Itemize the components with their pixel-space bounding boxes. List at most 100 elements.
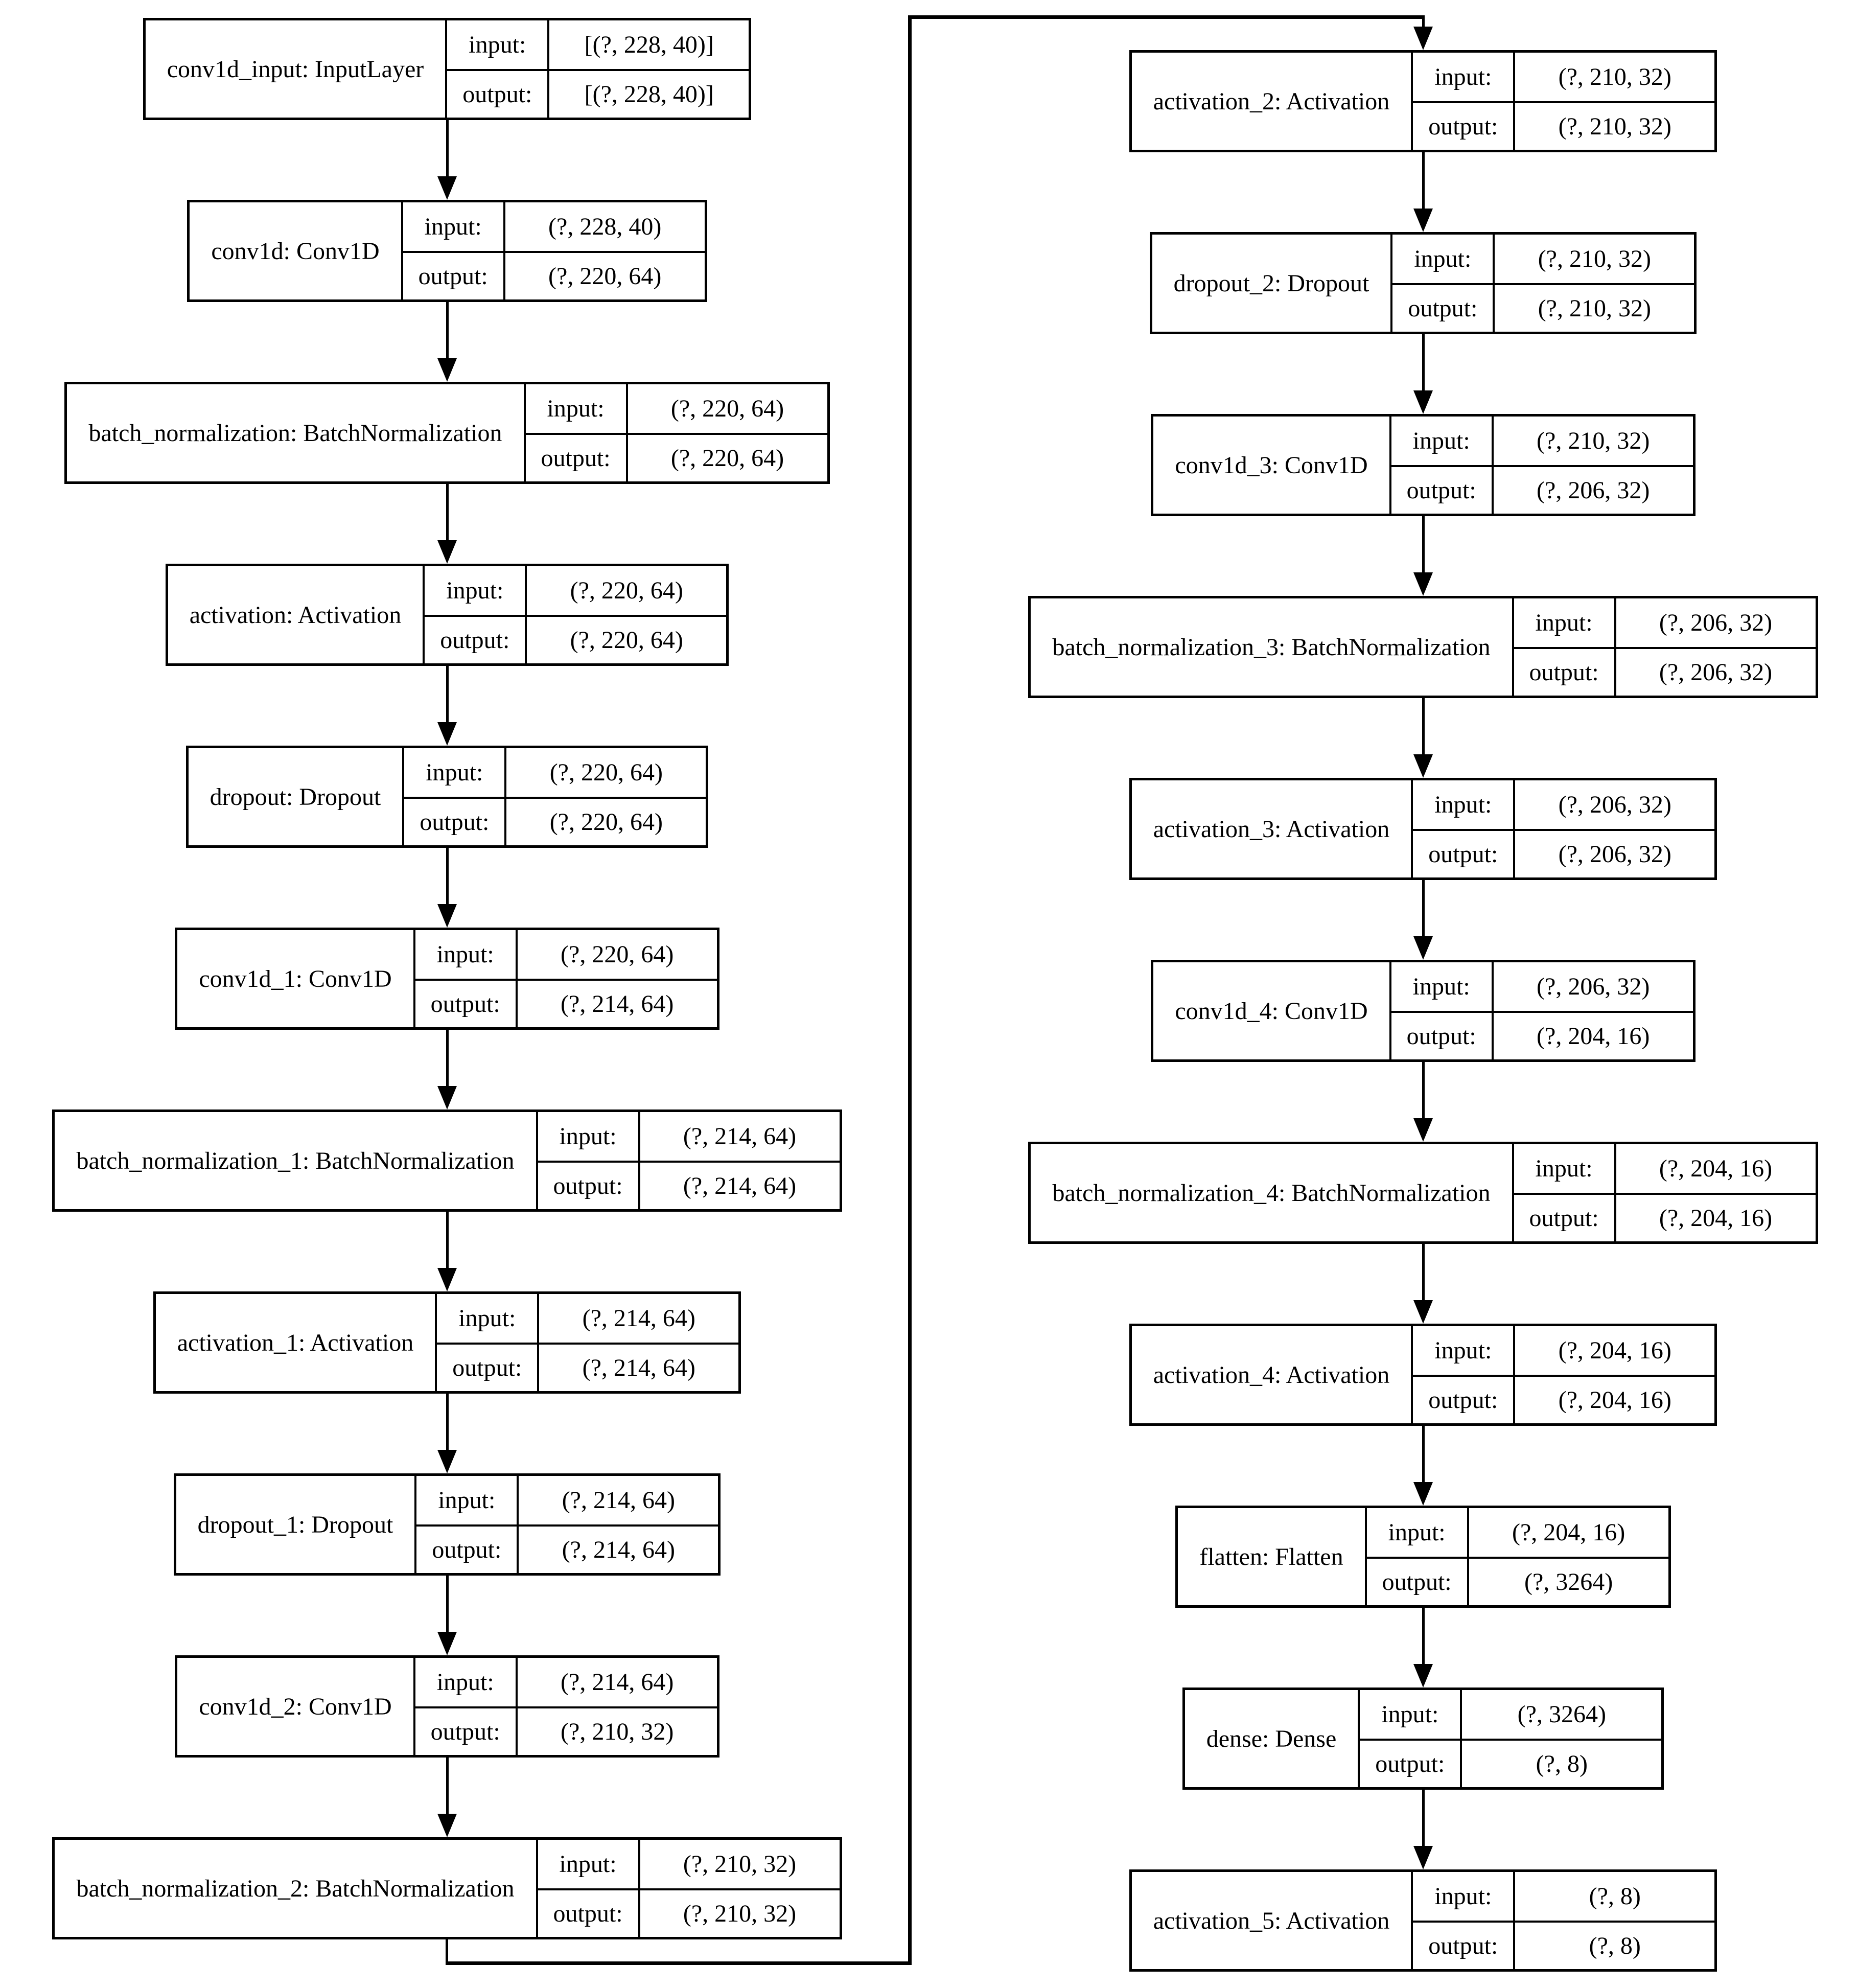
arrowhead-down-icon: [437, 904, 457, 928]
io-input-label: input:: [423, 566, 527, 615]
layer-name: activation_1: Activation: [177, 1329, 414, 1356]
layer-io-table: input: (?, 214, 64) output: (?, 214, 64): [536, 1112, 840, 1209]
layer-node-activation_4: activation_4: Activation input: (?, 204,…: [1129, 1324, 1717, 1426]
io-input-label: input:: [1358, 1690, 1462, 1739]
flow-arrow: [1413, 1062, 1433, 1142]
arrow-shaft: [446, 1394, 449, 1450]
layer-input-value: (?, 220, 64): [561, 941, 674, 968]
edge-bottom-segment: [446, 1961, 912, 1965]
flow-arrow: [437, 1212, 457, 1291]
arrow-shaft: [1422, 1608, 1425, 1664]
column-right: activation_2: Activation input: (?, 210,…: [994, 50, 1852, 1972]
io-input-label: input:: [413, 1658, 518, 1706]
io-input-label: input:: [523, 384, 628, 433]
edge-arrowhead-down-icon: [1413, 27, 1433, 50]
flow-arrow: [1413, 152, 1433, 232]
layer-output-value: (?, 204, 16): [1616, 1193, 1816, 1241]
layer-name: conv1d_1: Conv1D: [199, 965, 392, 992]
edge-vertical-segment: [908, 15, 912, 1965]
arrowhead-down-icon: [1413, 754, 1433, 778]
layer-output-value: (?, 220, 64): [628, 433, 827, 481]
layer-name: dropout_1: Dropout: [197, 1511, 393, 1538]
io-input-label: input:: [1389, 962, 1494, 1011]
layer-node-activation_2: activation_2: Activation input: (?, 210,…: [1129, 50, 1717, 152]
layer-output-value: (?, 214, 64): [517, 979, 717, 1027]
io-output-label: output:: [413, 1706, 518, 1755]
flow-arrow: [437, 1576, 457, 1655]
io-output-label: output:: [423, 615, 527, 663]
layer-input-value: (?, 214, 64): [561, 1669, 674, 1696]
io-output-label: output:: [1411, 829, 1516, 877]
layer-output-value: (?, 206, 32): [1616, 647, 1816, 696]
layer-name: batch_normalization_1: BatchNormalizatio…: [76, 1147, 515, 1174]
layer-name: activation: Activation: [189, 601, 402, 629]
layer-input-value: (?, 214, 64): [683, 1123, 797, 1150]
edge-exit-segment: [446, 1939, 448, 1965]
layer-output-value: (?, 210, 32): [517, 1706, 717, 1755]
arrow-shaft: [446, 302, 449, 358]
layer-input-value: (?, 210, 32): [1537, 427, 1650, 454]
arrow-shaft: [446, 1576, 449, 1632]
arrowhead-down-icon: [1413, 1300, 1433, 1324]
layer-input-value: (?, 206, 32): [1537, 973, 1650, 1000]
arrow-shaft: [446, 848, 449, 904]
layer-name: batch_normalization_3: BatchNormalizatio…: [1052, 633, 1491, 661]
layer-output-value: (?, 206, 32): [1493, 465, 1693, 514]
arrow-shaft: [1422, 1790, 1425, 1846]
layer-output-value: (?, 220, 64): [506, 797, 706, 845]
io-input-label: input:: [1364, 1508, 1469, 1557]
layer-output-value: (?, 210, 32): [640, 1888, 840, 1937]
flow-arrow: [1413, 516, 1433, 596]
io-input-label: input:: [1411, 1872, 1516, 1921]
layer-input-value: [(?, 228, 40)]: [584, 31, 714, 58]
layer-node-dropout_1: dropout_1: Dropout input: (?, 214, 64) o…: [173, 1473, 721, 1576]
io-input-label: input:: [1390, 235, 1495, 283]
io-output-label: output:: [536, 1161, 640, 1209]
io-output-label: output:: [1364, 1557, 1469, 1605]
layer-name: conv1d: Conv1D: [211, 237, 380, 265]
layer-node-batch_normalization_1: batch_normalization_1: BatchNormalizatio…: [52, 1109, 842, 1212]
io-output-label: output:: [1389, 1011, 1494, 1059]
layer-input-value: (?, 210, 32): [1558, 63, 1671, 90]
flow-arrow: [1413, 1790, 1433, 1869]
layer-name: conv1d_3: Conv1D: [1175, 451, 1368, 479]
edge-drop-segment: [1422, 19, 1425, 29]
layer-name: dropout: Dropout: [210, 783, 381, 811]
layer-name: activation_5: Activation: [1153, 1907, 1390, 1934]
arrowhead-down-icon: [437, 1268, 457, 1291]
io-input-label: input:: [1411, 1326, 1516, 1375]
flow-arrow: [1413, 880, 1433, 960]
column-left: conv1d_input: InputLayer input: [(?, 228…: [8, 18, 887, 1939]
layer-name: dense: Dense: [1206, 1725, 1337, 1752]
layer-input-value: (?, 206, 32): [1659, 609, 1773, 636]
layer-io-table: input: (?, 210, 32) output: (?, 210, 32): [536, 1840, 840, 1937]
layer-io-table: input: (?, 204, 16) output: (?, 3264): [1364, 1508, 1668, 1605]
io-output-label: output:: [401, 251, 505, 299]
layer-output-value: (?, 214, 64): [640, 1161, 840, 1209]
io-output-label: output:: [1411, 101, 1516, 150]
layer-input-value: (?, 3264): [1517, 1701, 1606, 1728]
layer-node-conv1d_input: conv1d_input: InputLayer input: [(?, 228…: [143, 18, 752, 120]
arrowhead-down-icon: [437, 1632, 457, 1655]
layer-input-value: (?, 8): [1589, 1883, 1641, 1910]
io-input-label: input:: [1512, 1144, 1616, 1193]
arrow-shaft: [446, 120, 449, 176]
arrowhead-down-icon: [437, 722, 457, 746]
arrow-shaft: [446, 1758, 449, 1814]
arrowhead-down-icon: [437, 176, 457, 200]
layer-output-value: (?, 220, 64): [505, 251, 705, 299]
flow-arrow: [437, 1030, 457, 1109]
layer-input-value: (?, 220, 64): [670, 395, 784, 422]
layer-name: activation_2: Activation: [1153, 87, 1390, 115]
layer-input-value: (?, 204, 16): [1512, 1519, 1625, 1546]
arrowhead-down-icon: [437, 1086, 457, 1109]
layer-name: batch_normalization_4: BatchNormalizatio…: [1052, 1179, 1491, 1207]
layer-input-value: (?, 206, 32): [1558, 791, 1671, 818]
layer-node-conv1d_3: conv1d_3: Conv1D input: (?, 210, 32) out…: [1151, 414, 1696, 516]
layer-input-value: (?, 210, 32): [683, 1851, 797, 1878]
io-input-label: input:: [445, 20, 550, 69]
layer-node-activation_5: activation_5: Activation input: (?, 8) o…: [1129, 1869, 1717, 1972]
io-input-label: input:: [1512, 598, 1616, 647]
layer-name: flatten: Flatten: [1199, 1543, 1343, 1570]
arrow-shaft: [1422, 152, 1425, 209]
